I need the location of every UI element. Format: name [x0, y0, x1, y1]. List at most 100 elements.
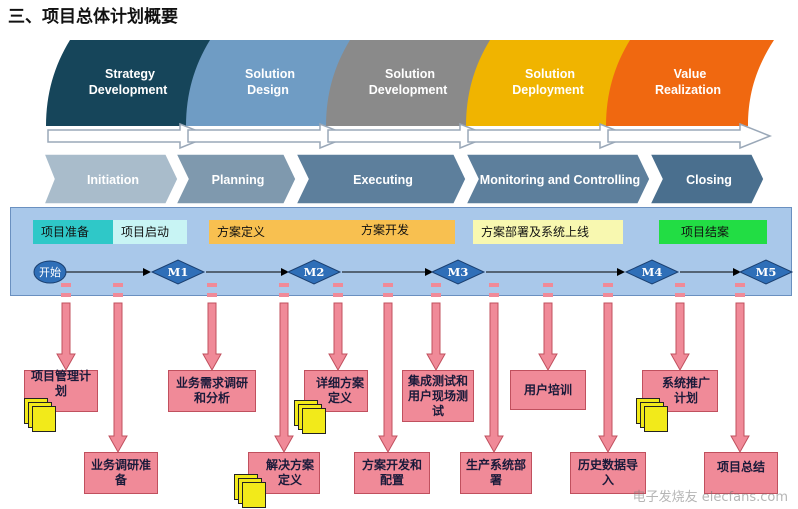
connector-tick [735, 283, 745, 287]
milestone-m1-diamond [150, 259, 206, 285]
connector-tick [675, 283, 685, 287]
down-arrow-icon [538, 302, 558, 372]
start-node [33, 260, 67, 284]
down-arrow-icon [202, 302, 222, 372]
stage-chevron [42, 153, 179, 205]
phase-label-line1: Solution [385, 67, 435, 81]
stage-1: Initiation [42, 153, 179, 205]
task-requirements-analysis: 业务需求调研和分析 [168, 370, 256, 412]
connector-tick [383, 283, 393, 287]
down-arrow-icon [730, 302, 750, 454]
connector-tick [61, 283, 71, 287]
stage-3: Executing [294, 153, 467, 205]
connector-tick [675, 293, 685, 297]
start-label: 开始 [39, 265, 61, 279]
stage-row: Initiation Planning Executing Monitoring an… [42, 153, 765, 205]
connector-tick [489, 293, 499, 297]
stage-chevron [648, 153, 765, 205]
phase-label-line1: Solution [245, 67, 295, 81]
phase-arrow-icon [607, 122, 773, 150]
task-connector-6 [378, 283, 398, 454]
down-arrow-icon [378, 302, 398, 454]
down-arrow-icon [484, 302, 504, 454]
connector-tick [333, 283, 343, 287]
milestone-m1-label: M1 [168, 265, 189, 279]
lane-deployment: 方案部署及系统上线 [473, 220, 623, 244]
task-connector-12 [730, 283, 750, 454]
milestone-m2-label: M2 [304, 265, 325, 279]
stage-label: Planning [212, 173, 265, 187]
milestone-m3-label: M3 [448, 265, 469, 279]
task-research-prep: 业务调研准备 [84, 452, 158, 494]
connector-tick [207, 283, 217, 287]
stage-label: Initiation [87, 173, 139, 187]
down-arrow-icon [426, 302, 446, 372]
connector-tick [735, 293, 745, 297]
task-connector-8 [484, 283, 504, 454]
phase-shape [46, 40, 214, 126]
task-connector-9 [538, 283, 558, 372]
milestone-m2-diamond [286, 259, 342, 285]
stage-label: Closing [686, 173, 732, 187]
task-connector-4 [274, 283, 294, 454]
milestone-m5-diamond [738, 259, 794, 285]
down-arrow-icon [670, 302, 690, 372]
phase-shape [466, 40, 634, 126]
connector-tick [333, 293, 343, 297]
connector-tick [603, 293, 613, 297]
connector-tick [543, 283, 553, 287]
connector-tick [383, 293, 393, 297]
document-stack-icon [636, 398, 670, 432]
connector-tick [113, 283, 123, 287]
phase-label-line1: Solution [525, 67, 575, 81]
task-connector-1 [56, 283, 76, 372]
phase-label-line1: Value [674, 67, 707, 81]
lane-solution-development: 方案开发 [361, 223, 410, 237]
document-stack-icon [24, 398, 58, 432]
stage-5: Closing [648, 153, 765, 205]
down-arrow-icon [598, 302, 618, 454]
connector-tick [207, 293, 217, 297]
down-arrow-icon [56, 302, 76, 372]
task-user-training: 用户培训 [510, 370, 586, 410]
task-connector-2 [108, 283, 128, 454]
phase-shape [186, 40, 354, 126]
connector-tick [279, 293, 289, 297]
phase-label-line2: Realization [655, 83, 721, 97]
document-stack-icon [294, 400, 328, 434]
connector-tick [543, 293, 553, 297]
task-connector-5 [328, 283, 348, 372]
phase-label-line2: Design [247, 83, 289, 97]
stage-chevron [294, 153, 467, 205]
phase-shape [326, 40, 494, 126]
milestone-m4-diamond [624, 259, 680, 285]
task-integration-testing: 集成测试和用户现场测试 [402, 370, 474, 422]
connector-tick [113, 293, 123, 297]
lane-project-closure: 项目结案 [659, 220, 767, 244]
phase-label-line2: Deployment [512, 83, 584, 97]
stage-chevron [464, 153, 651, 205]
task-connector-10 [598, 283, 618, 454]
stage-chevron [174, 153, 297, 205]
connector-tick [279, 283, 289, 287]
lane-project-kickoff: 项目启动 [113, 220, 187, 244]
phase-shape [606, 40, 774, 126]
watermark: 电子发烧友 elecfans.com [632, 490, 788, 505]
connector-tick [431, 283, 441, 287]
task-project-summary: 项目总结 [704, 452, 778, 494]
task-production-deploy: 生产系统部署 [460, 452, 532, 494]
stage-label: Monitoring and Controlling [480, 173, 640, 187]
lane-panel: 项目准备 项目启动 方案定义 方案开发 方案部署及系统上线 项目结案 [10, 207, 792, 296]
task-connector-3 [202, 283, 222, 372]
connector-tick [431, 293, 441, 297]
phase-row: StrategyDevelopmentSolutionDesignSolutio… [46, 40, 774, 150]
phase-label-line2: Development [369, 83, 448, 97]
task-history-import: 历史数据导入 [570, 452, 646, 494]
